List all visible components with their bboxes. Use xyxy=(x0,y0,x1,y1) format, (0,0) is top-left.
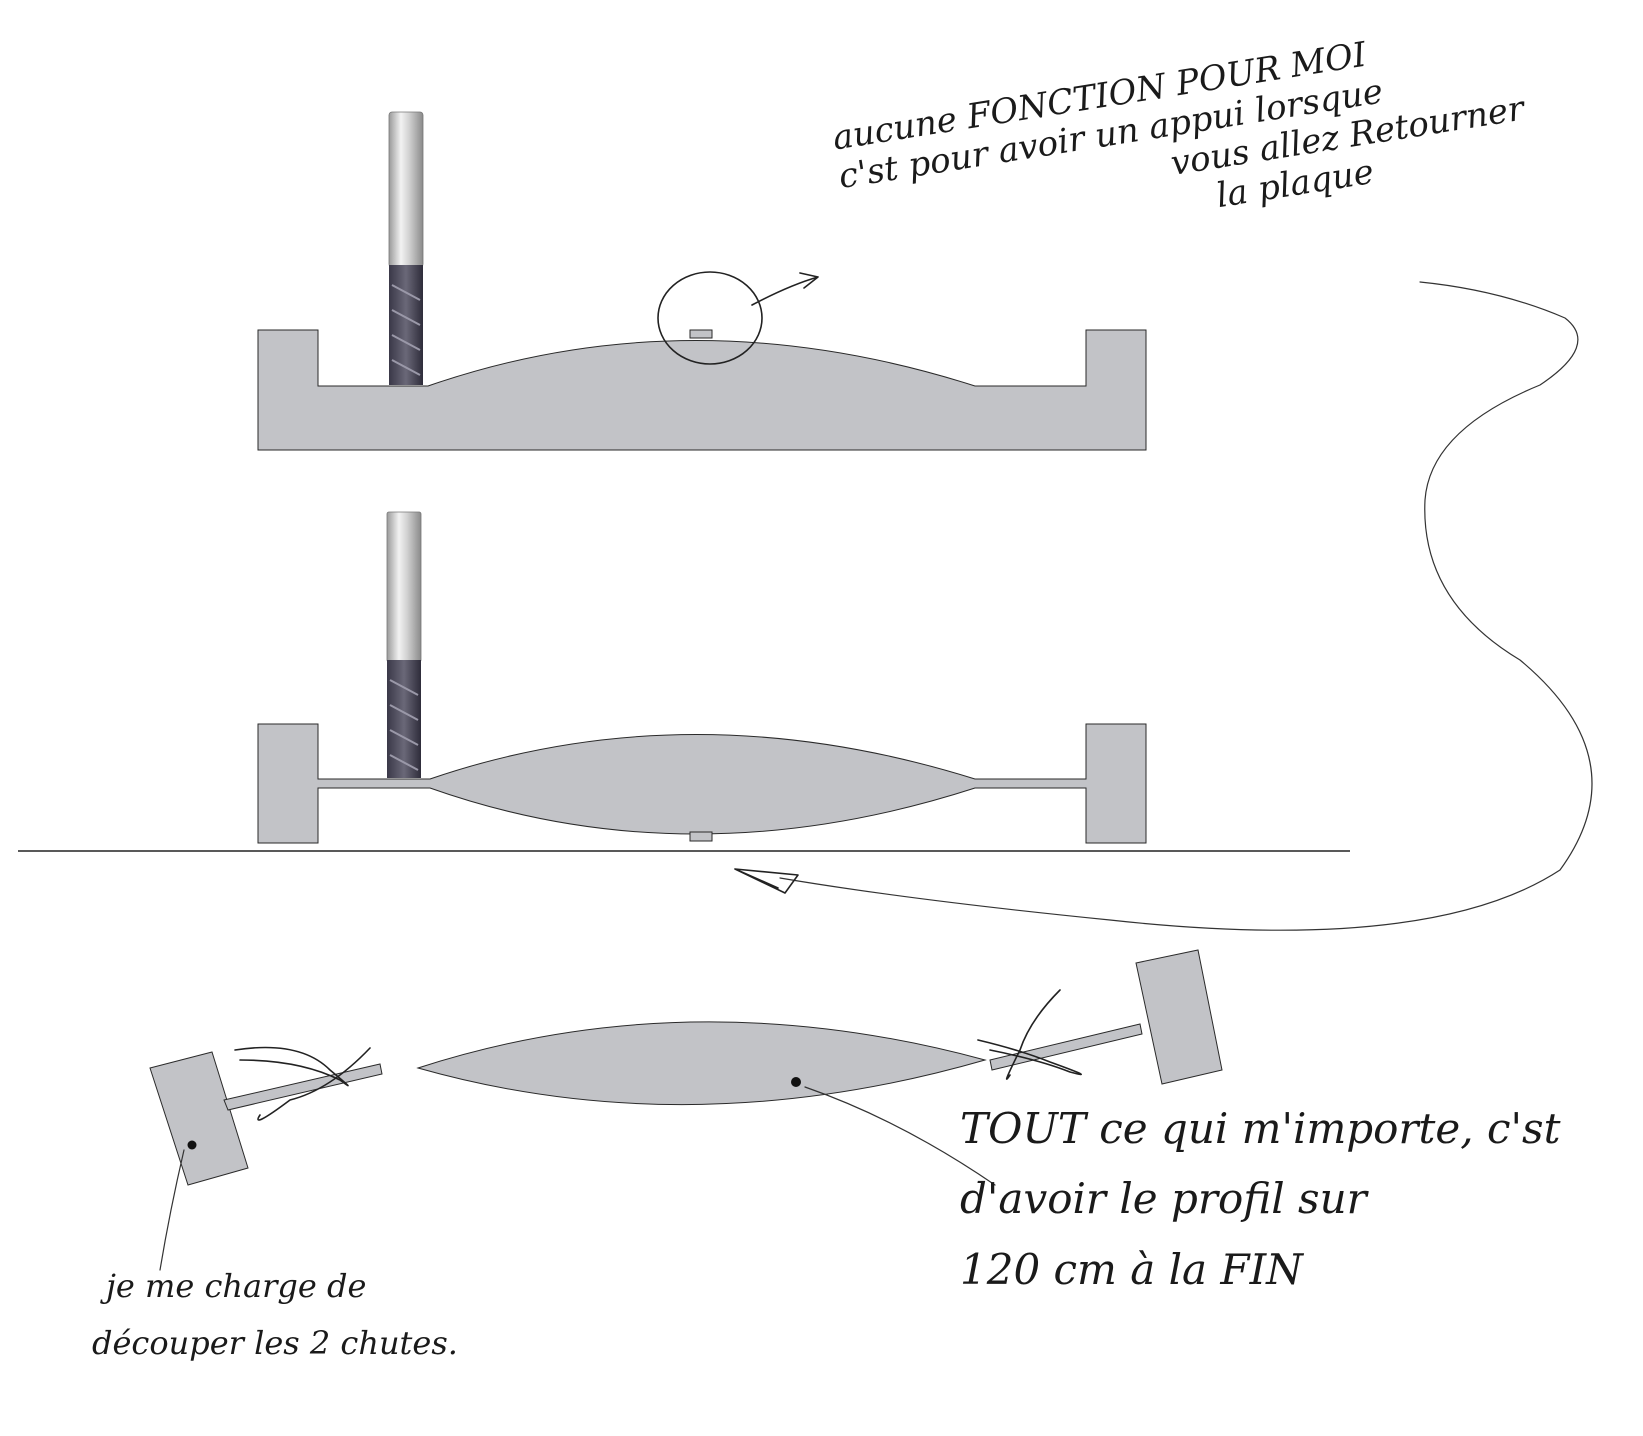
step1-workpiece xyxy=(257,329,1147,451)
final-profile-blade xyxy=(416,1021,987,1106)
profile-leader-line xyxy=(804,1086,996,1186)
offcut-annotation-line-1: je me charge de xyxy=(106,1267,367,1305)
offcut-right xyxy=(977,949,1223,1085)
offcut-annotation: je me charge de découper les 2 chutes. xyxy=(92,1268,458,1362)
reference-dot xyxy=(791,1077,801,1087)
flip-arrowhead xyxy=(734,868,799,894)
tab-highlight-circle xyxy=(657,271,763,365)
note-pointer-arrow xyxy=(751,272,819,306)
cut-mark-right xyxy=(977,989,1083,1080)
profile-annotation: TOUT ce qui m'importe, c'st d'avoir le p… xyxy=(960,1104,1561,1294)
profile-annotation-line-3: 120 cm à la FIN xyxy=(960,1244,1303,1294)
offcut-leader-line xyxy=(159,1149,185,1271)
offcut-annotation-line-2: découper les 2 chutes. xyxy=(92,1323,458,1362)
step2-end-mill-tool xyxy=(386,511,422,778)
cut-mark-left xyxy=(234,1046,371,1121)
step1-end-mill-tool xyxy=(388,111,424,385)
step2-workpiece xyxy=(257,723,1147,844)
support-tab xyxy=(689,831,713,842)
support-tab xyxy=(689,329,713,339)
profile-annotation-line-2: d'avoir le profil sur xyxy=(960,1174,1367,1224)
flip-arrow xyxy=(779,281,1593,931)
offcut-left xyxy=(149,1046,383,1186)
profile-annotation-line-1: TOUT ce qui m'importe, c'st xyxy=(960,1104,1561,1153)
